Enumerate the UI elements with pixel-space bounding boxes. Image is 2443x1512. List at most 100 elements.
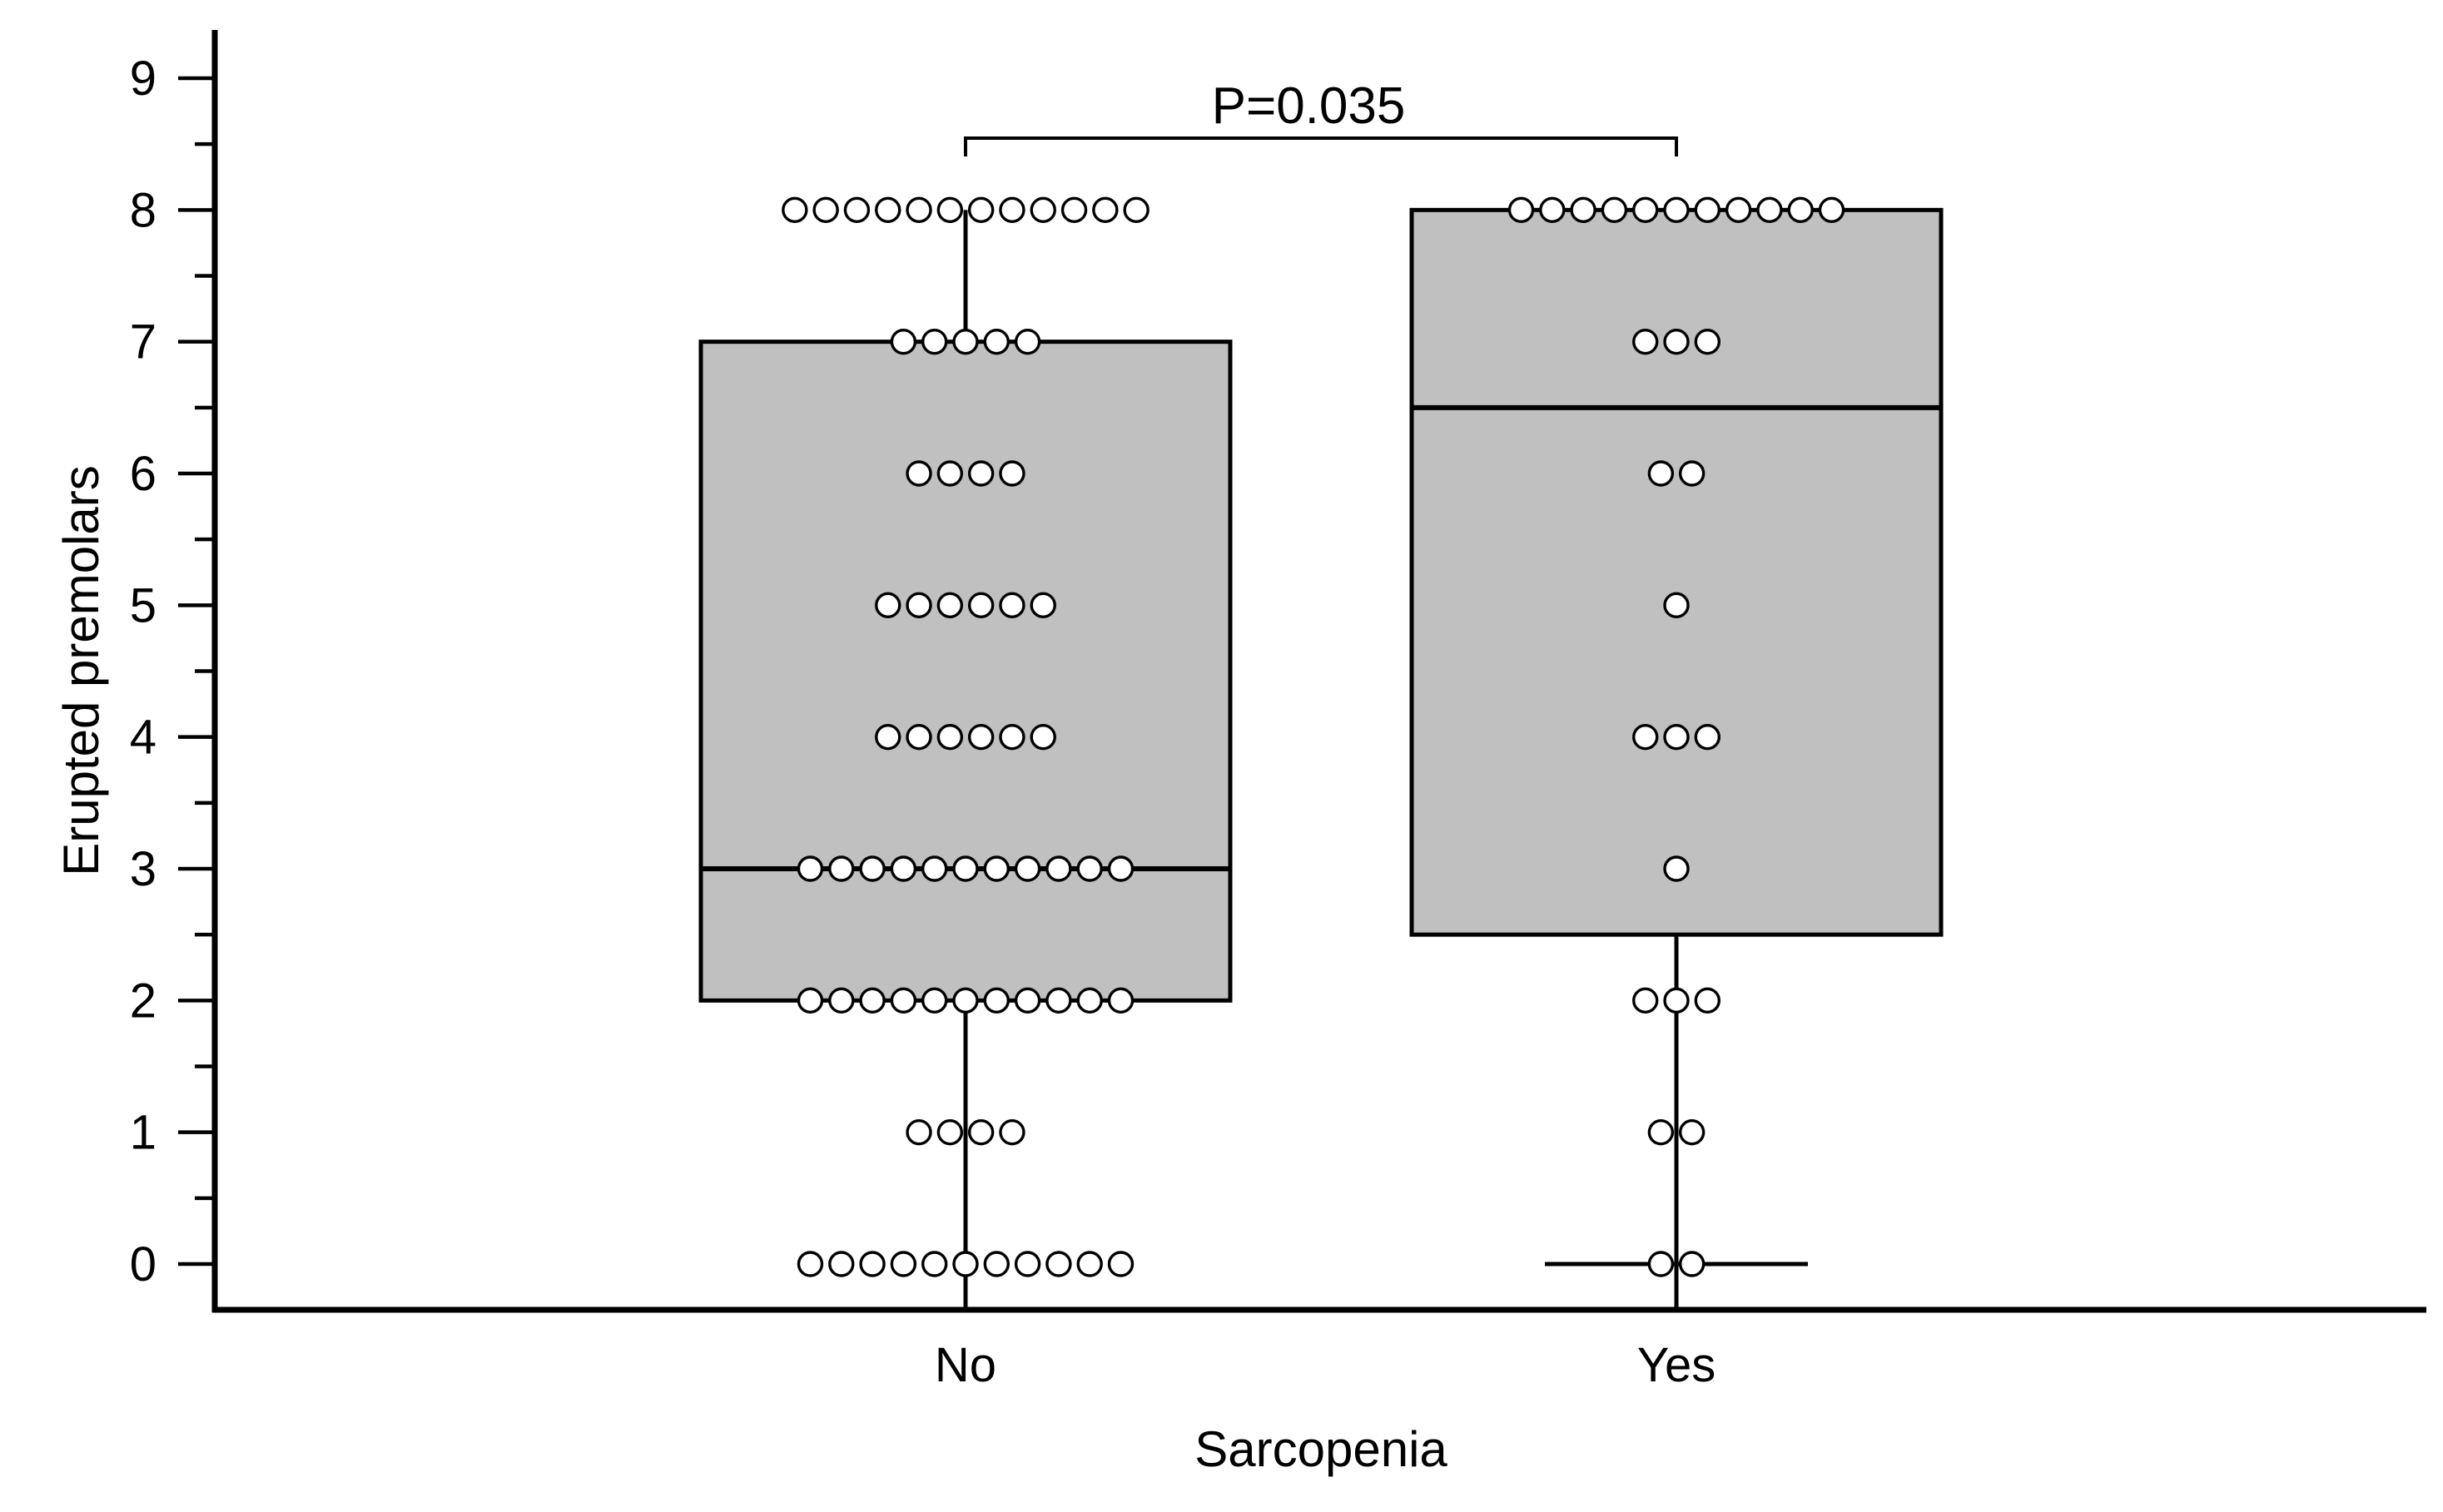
y-tick-label: 6 — [130, 447, 156, 501]
data-point — [1107, 1251, 1135, 1277]
data-point — [1694, 328, 1721, 355]
iqr-box — [1409, 207, 1944, 937]
data-point — [983, 328, 1010, 355]
data-point — [828, 855, 855, 882]
x-axis-tick-labels: No Yes — [935, 1338, 1716, 1392]
x-tick-label: No — [935, 1338, 996, 1392]
data-point — [1725, 196, 1752, 224]
data-point — [843, 196, 871, 224]
y-tick-label: 0 — [130, 1237, 156, 1291]
data-point — [859, 1251, 886, 1277]
data-point — [999, 196, 1025, 224]
data-point — [1818, 196, 1845, 224]
data-point — [983, 855, 1010, 882]
data-point — [1014, 328, 1041, 355]
data-point — [921, 855, 948, 882]
data-point — [828, 987, 855, 1014]
data-point — [859, 987, 886, 1014]
data-point — [1678, 1251, 1706, 1277]
data-point — [983, 987, 1010, 1014]
data-point — [1647, 460, 1675, 487]
data-point — [936, 592, 964, 619]
data-point — [1123, 196, 1150, 224]
data-point — [828, 1251, 855, 1277]
data-point — [1663, 855, 1690, 882]
data-point — [1014, 855, 1041, 882]
data-point — [1694, 196, 1721, 224]
data-point — [859, 855, 886, 882]
data-point — [952, 987, 979, 1014]
data-point — [967, 196, 995, 224]
data-point — [952, 855, 979, 882]
data-point — [921, 328, 948, 355]
y-axis-title: Erupted premolars — [53, 465, 109, 876]
data-point — [1539, 196, 1566, 224]
plot-marks — [698, 196, 1944, 1310]
data-point — [1107, 855, 1135, 882]
group-yes — [1409, 196, 1944, 1310]
data-point — [1694, 723, 1721, 751]
data-point — [1756, 196, 1783, 224]
data-point — [1076, 855, 1103, 882]
data-point — [1631, 723, 1659, 751]
data-point — [1045, 1251, 1072, 1277]
data-point — [1663, 328, 1690, 355]
data-point — [952, 328, 979, 355]
y-tick-label: 1 — [130, 1106, 156, 1160]
significance-bracket — [964, 136, 1678, 156]
data-point — [906, 196, 932, 224]
data-point — [936, 460, 964, 487]
data-point — [936, 196, 964, 224]
data-point — [875, 723, 901, 751]
data-point — [999, 460, 1025, 487]
data-point — [890, 1251, 917, 1277]
data-point — [1060, 196, 1088, 224]
data-point — [906, 592, 932, 619]
data-point — [875, 196, 901, 224]
data-point — [967, 723, 995, 751]
data-point — [1631, 196, 1659, 224]
data-point — [1030, 196, 1056, 224]
data-point — [1045, 855, 1072, 882]
data-point — [906, 723, 932, 751]
data-point — [967, 592, 995, 619]
data-point — [875, 592, 901, 619]
data-point — [983, 1251, 1010, 1277]
data-point — [1030, 723, 1056, 751]
data-point — [782, 196, 808, 224]
data-point — [797, 855, 824, 882]
data-point — [1663, 987, 1690, 1014]
data-point — [906, 460, 932, 487]
data-point — [921, 1251, 948, 1277]
y-tick-label: 3 — [130, 842, 156, 896]
data-point — [1014, 987, 1041, 1014]
data-point — [812, 196, 839, 224]
data-point — [967, 1118, 995, 1146]
data-point — [1631, 987, 1659, 1014]
x-tick-label: Yes — [1637, 1338, 1716, 1392]
data-point — [890, 987, 917, 1014]
data-point — [1647, 1251, 1675, 1277]
data-point — [999, 723, 1025, 751]
data-point — [1030, 592, 1056, 619]
data-point — [952, 1251, 979, 1277]
y-tick-label: 2 — [130, 974, 156, 1028]
data-point — [890, 328, 917, 355]
data-point — [921, 987, 948, 1014]
data-point — [1647, 1118, 1675, 1146]
group-no — [698, 196, 1233, 1310]
y-tick-label: 7 — [130, 315, 156, 369]
data-point — [936, 723, 964, 751]
significance-annotation: P=0.035 — [964, 77, 1678, 156]
y-tick-label: 4 — [130, 711, 156, 765]
iqr-box — [698, 340, 1233, 1003]
data-point — [999, 592, 1025, 619]
data-point — [1507, 196, 1535, 224]
data-point — [1694, 987, 1721, 1014]
data-point — [1045, 987, 1072, 1014]
data-point — [1631, 328, 1659, 355]
data-point — [1092, 196, 1119, 224]
